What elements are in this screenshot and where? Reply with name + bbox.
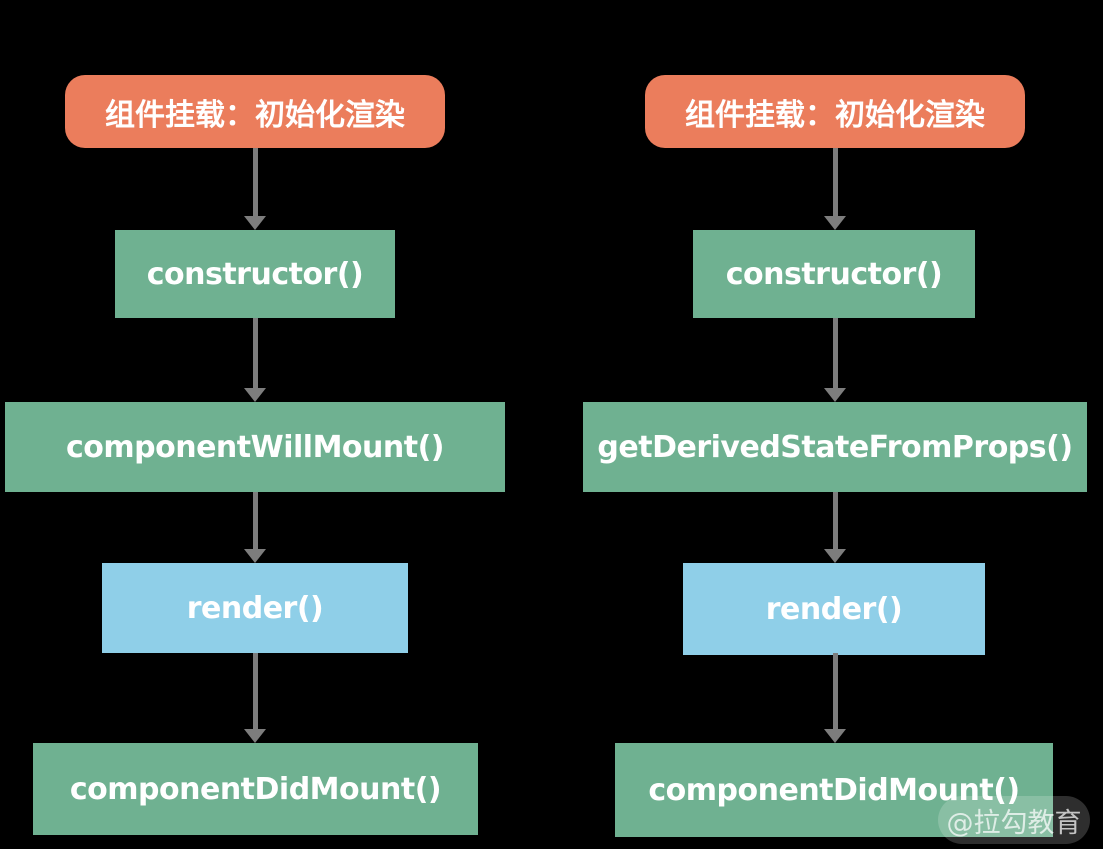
flow-node-mount-start-left: 组件挂载：初始化渲染 bbox=[65, 75, 445, 148]
flow-node-label: 组件挂载：初始化渲染 bbox=[105, 97, 405, 133]
flow-node-componentdidmount-right: componentDidMount() bbox=[615, 743, 1053, 837]
arrow-head bbox=[244, 216, 266, 230]
arrow-down-icon bbox=[824, 492, 846, 563]
arrow-shaft bbox=[832, 492, 838, 549]
arrow-shaft bbox=[252, 148, 258, 216]
flow-node-label: componentDidMount() bbox=[69, 771, 442, 807]
flow-node-label: render() bbox=[186, 590, 324, 626]
arrow-down-icon bbox=[244, 653, 266, 743]
watermark-label: @拉勾教育 bbox=[946, 807, 1082, 839]
flow-node-constructor-right: constructor() bbox=[693, 230, 975, 318]
flow-node-label: constructor() bbox=[725, 256, 943, 292]
flow-node-label: 组件挂载：初始化渲染 bbox=[685, 97, 985, 133]
arrow-down-icon bbox=[244, 318, 266, 402]
arrow-head bbox=[824, 729, 846, 743]
flow-node-componentdidmount-left: componentDidMount() bbox=[33, 743, 478, 835]
arrow-down-icon bbox=[824, 653, 846, 743]
arrow-down-icon bbox=[824, 148, 846, 230]
flow-node-label: componentWillMount() bbox=[65, 429, 445, 465]
arrow-head bbox=[244, 729, 266, 743]
flow-node-label: componentDidMount() bbox=[648, 772, 1020, 808]
arrow-shaft bbox=[252, 653, 258, 729]
flow-node-getderivedstatefromprops: getDerivedStateFromProps() bbox=[583, 402, 1087, 492]
arrow-shaft bbox=[832, 148, 838, 216]
arrow-shaft bbox=[252, 492, 258, 549]
flow-node-label: getDerivedStateFromProps() bbox=[597, 429, 1073, 465]
arrow-head bbox=[244, 388, 266, 402]
arrow-down-icon bbox=[824, 318, 846, 402]
arrow-down-icon bbox=[244, 148, 266, 230]
flow-node-constructor-left: constructor() bbox=[115, 230, 395, 318]
flow-node-componentwillmount: componentWillMount() bbox=[5, 402, 505, 492]
flow-node-label: constructor() bbox=[146, 256, 364, 292]
flow-node-label: render() bbox=[765, 591, 903, 627]
flow-node-mount-start-right: 组件挂载：初始化渲染 bbox=[645, 75, 1025, 148]
arrow-head bbox=[824, 216, 846, 230]
arrow-shaft bbox=[252, 318, 258, 388]
arrow-head bbox=[824, 388, 846, 402]
flow-node-render-right: render() bbox=[683, 563, 985, 655]
arrow-shaft bbox=[832, 318, 838, 388]
arrow-head bbox=[824, 549, 846, 563]
arrow-shaft bbox=[832, 653, 838, 729]
flow-node-render-left: render() bbox=[102, 563, 408, 653]
arrow-down-icon bbox=[244, 492, 266, 563]
watermark-badge: @拉勾教育 bbox=[938, 796, 1090, 844]
arrow-head bbox=[244, 549, 266, 563]
